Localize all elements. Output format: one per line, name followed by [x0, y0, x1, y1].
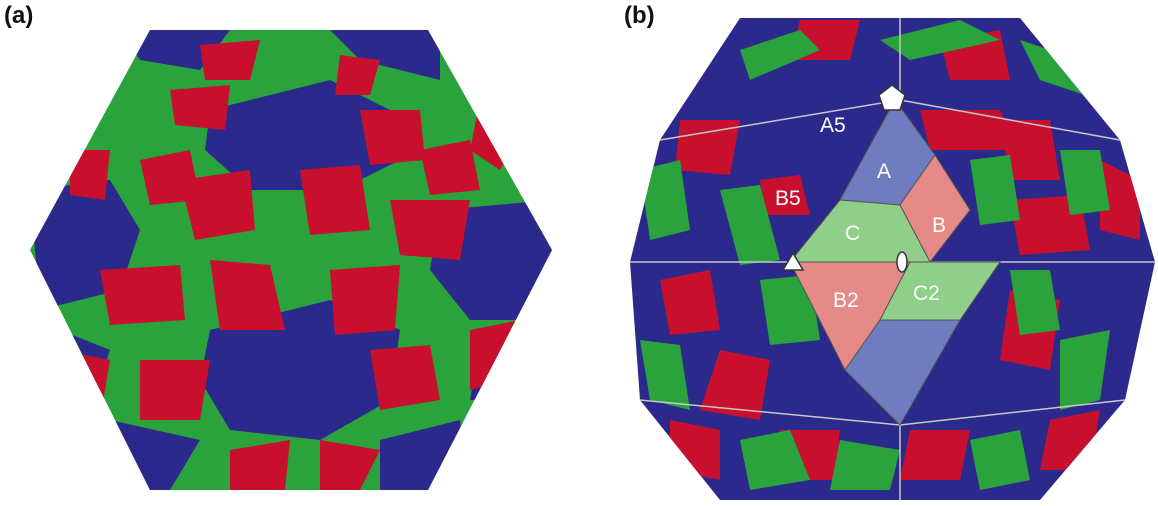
label-B: B: [932, 214, 946, 237]
schematic-lattice: A5 A B5 C B B2 C2: [630, 18, 1155, 500]
panel-label-a: (a): [4, 2, 34, 29]
label-B2: B2: [833, 289, 859, 312]
ellipse-icon: [896, 251, 908, 273]
capsid-surface: [30, 30, 552, 490]
pentagon-icon: [878, 84, 906, 111]
triangle-icon: [781, 251, 805, 271]
label-A: A: [877, 160, 891, 183]
label-A5: A5: [820, 114, 846, 137]
green-tiles: [640, 20, 1110, 490]
label-C: C: [845, 222, 860, 245]
capsid-surface-view: [30, 30, 552, 490]
label-B5: B5: [775, 187, 801, 210]
label-C2: C2: [913, 282, 940, 305]
capsid-schematic-view: A5 A B5 C B B2 C2: [630, 18, 1155, 500]
subunit-lower-blue: [844, 319, 961, 426]
panel-label-b: (b): [624, 2, 655, 29]
asymmetric-unit: [788, 99, 1001, 426]
